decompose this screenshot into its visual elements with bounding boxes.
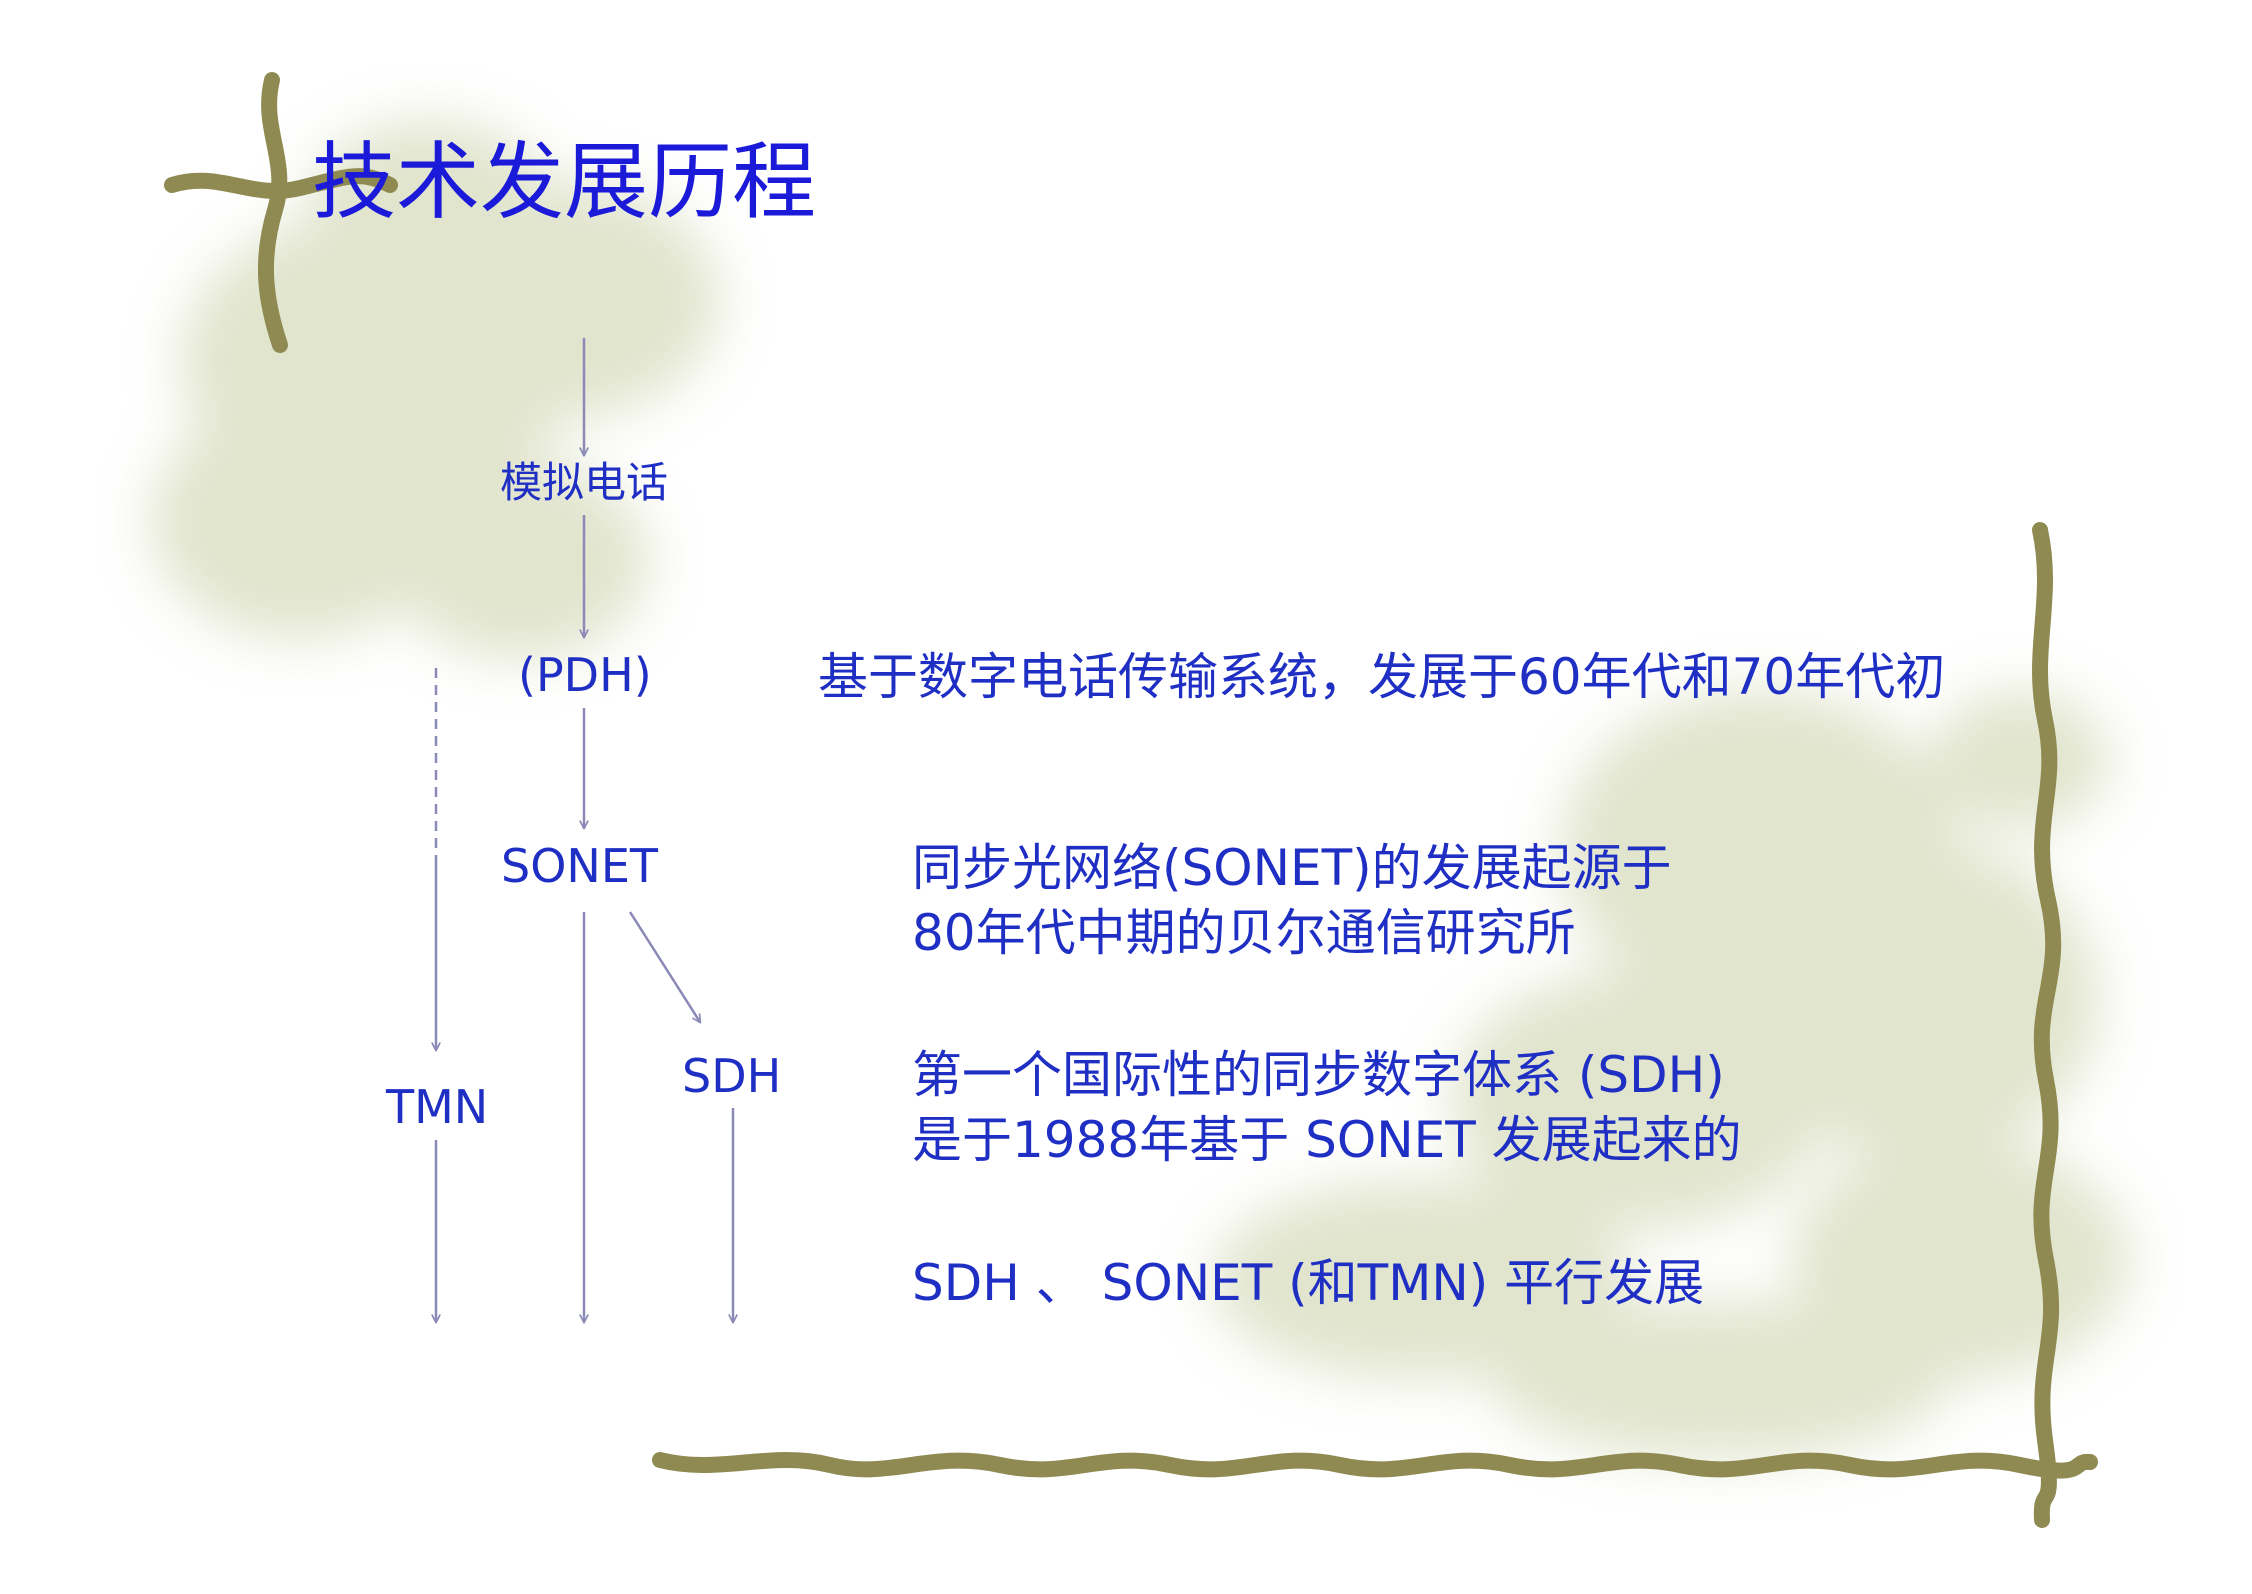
description-sdh-line-1: 第一个国际性的同步数字体系 (SDH) xyxy=(912,1046,1725,1104)
description-parallel-development: SDH 、 SONET (和TMN) 平行发展 xyxy=(912,1254,1705,1312)
description-sonet-line-1: 同步光网络(SONET)的发展起源于 xyxy=(912,839,1672,897)
node-sonet: SONET xyxy=(501,839,658,893)
slide-title: 技术发展历程 xyxy=(312,133,817,231)
vine-frame xyxy=(164,72,2098,1528)
description-pdh: 基于数字电话传输系统，发展于60年代和70年代初 xyxy=(818,648,1946,706)
node-tmn: TMN xyxy=(386,1080,489,1134)
node-pdh: (PDH) xyxy=(518,648,652,702)
node-sdh: SDH xyxy=(682,1049,782,1103)
node-analog-telephone: 模拟电话 xyxy=(500,458,669,507)
description-sdh-line-2: 是于1988年基于 SONET 发展起来的 xyxy=(912,1111,1742,1169)
description-sonet-line-2: 80年代中期的贝尔通信研究所 xyxy=(912,904,1576,962)
blossom-watermark xyxy=(150,120,2130,1460)
arrow-sonet-to-sdh xyxy=(628,911,700,1022)
